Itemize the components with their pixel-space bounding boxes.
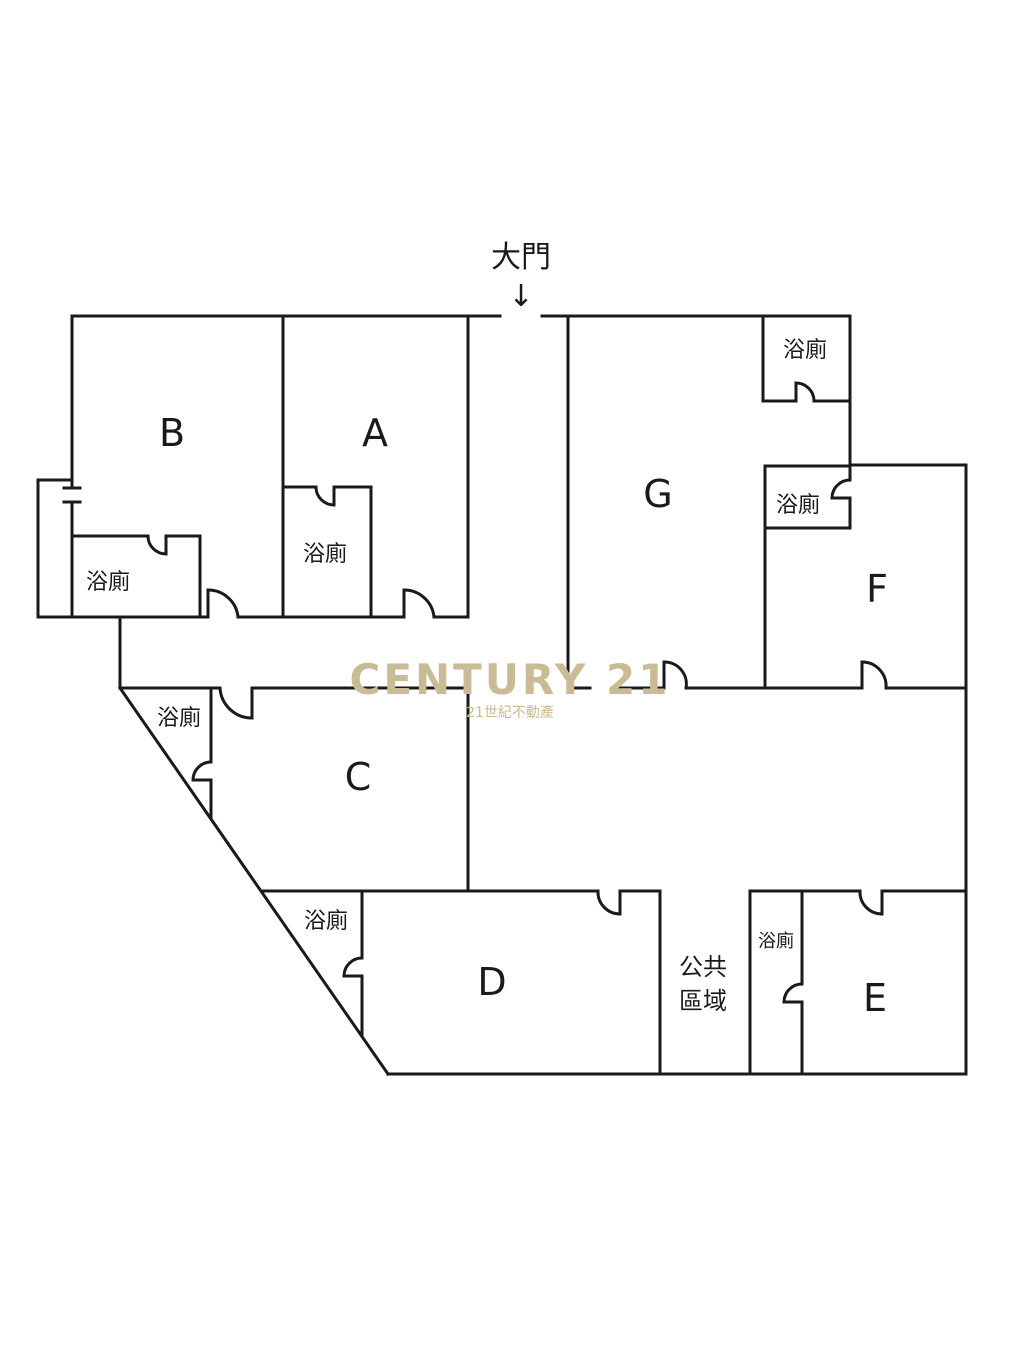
bathroom-a-label: 浴廁	[303, 542, 347, 567]
room-b-label: B	[159, 411, 185, 455]
watermark: CENTURY 21 21世紀不動產	[350, 655, 671, 721]
public-area-label-line2: 區域	[679, 987, 727, 1015]
room-f-label: F	[866, 567, 888, 611]
watermark-sub: 21世紀不動產	[466, 704, 554, 721]
door-swings	[146, 381, 888, 1004]
entrance-marker: 大門 ↓	[491, 240, 551, 314]
bathroom-c-label: 浴廁	[157, 706, 201, 731]
room-a-label: A	[362, 411, 388, 455]
entrance-arrow-icon: ↓	[508, 279, 533, 314]
room-d-label: D	[477, 960, 506, 1004]
watermark-brand: CENTURY 21	[350, 655, 671, 704]
bathroom-g-label: 浴廁	[783, 338, 827, 363]
room-e-label: E	[863, 976, 887, 1020]
bathroom-d-label: 浴廁	[304, 909, 348, 934]
bathroom-e-label: 浴廁	[758, 930, 794, 952]
entrance-label: 大門	[491, 240, 551, 275]
room-c-label: C	[345, 755, 372, 799]
bathroom-f-label: 浴廁	[776, 493, 820, 518]
public-area-label-line1: 公共	[679, 953, 727, 981]
walls	[36, 314, 968, 1077]
room-g-label: G	[643, 472, 672, 516]
bathroom-b-label: 浴廁	[86, 570, 130, 595]
